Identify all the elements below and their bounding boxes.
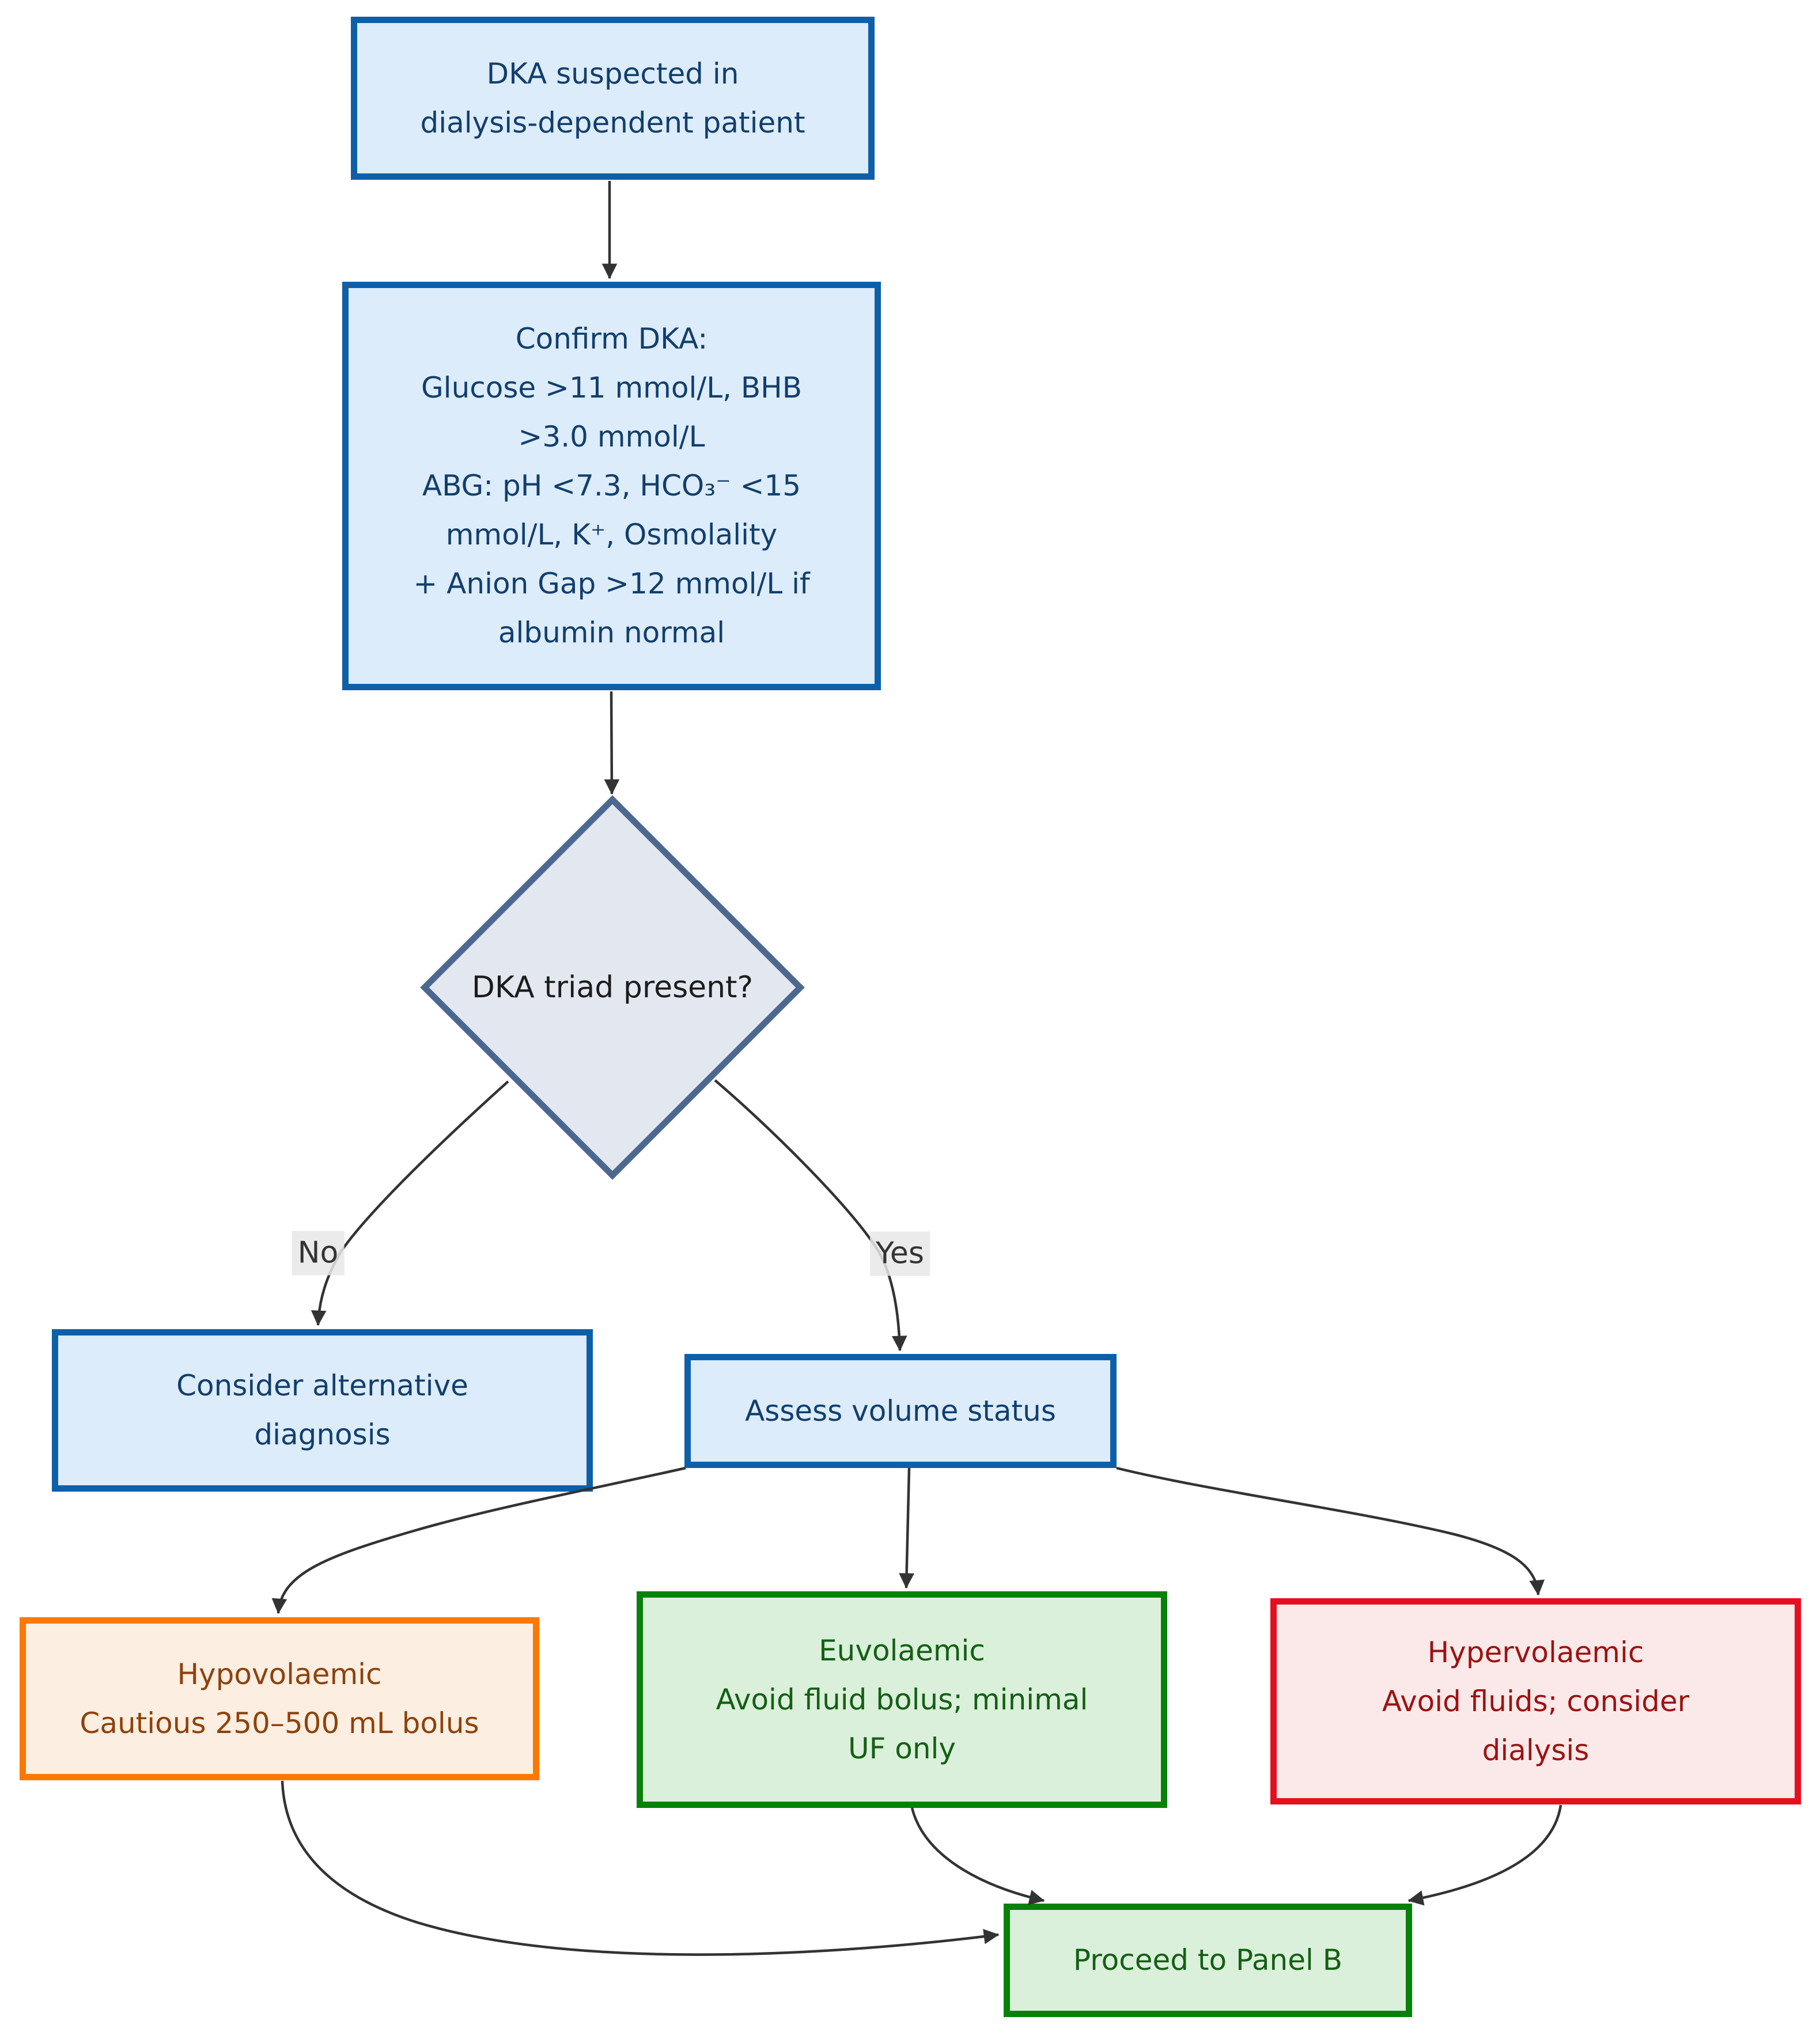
node-assess-volume-status: Assess volume status: [684, 1354, 1117, 1468]
node-confirm-dka: Confirm DKA: Glucose >11 mmol/L, BHB >3.…: [342, 282, 881, 690]
edge-assess-to-hypervolaemic: [1116, 1466, 1545, 1596]
decision-label-dka-triad: DKA triad present?: [471, 970, 754, 1005]
node-hypervolaemic: Hypervolaemic Avoid fluids; consider dia…: [1270, 1598, 1801, 1804]
edge-confirm-to-triad: [604, 691, 620, 795]
node-euvolaemic: Euvolaemic Avoid fluid bolus; minimal UF…: [637, 1591, 1167, 1808]
edge-euvolaemic-to-panelb: [910, 1807, 1045, 1905]
node-hypovolaemic: Hypovolaemic Cautious 250–500 mL bolus: [20, 1617, 539, 1780]
node-proceed-panel-b: Proceed to Panel B: [1004, 1904, 1412, 2017]
edge-assess-to-euvolaemic: [899, 1467, 914, 1589]
edge-label-no: No: [292, 1231, 345, 1276]
node-dka-suspected: DKA suspected in dialysis-dependent pati…: [351, 17, 875, 180]
edge-label-yes: Yes: [870, 1231, 930, 1276]
edge-triad-no-to-alternative: [311, 1080, 509, 1326]
edge-hypervolaemic-to-panelb: [1407, 1804, 1562, 1906]
node-alternative-diagnosis: Consider alternative diagnosis: [52, 1329, 593, 1492]
edge-triad-yes-to-assess: [714, 1079, 907, 1352]
